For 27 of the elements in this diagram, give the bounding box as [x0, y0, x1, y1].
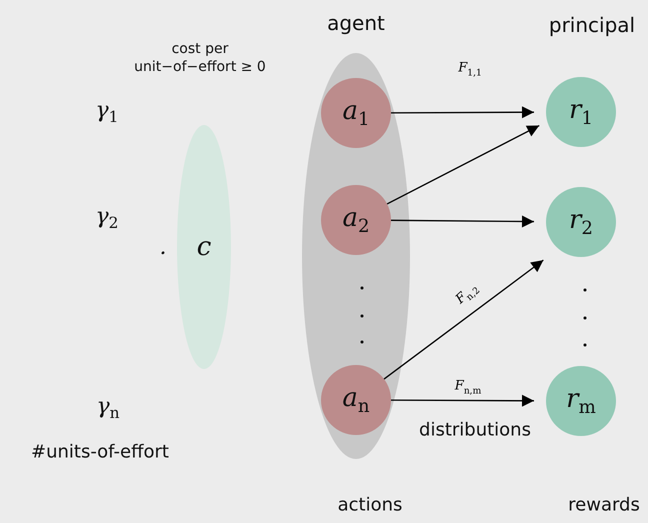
axis-caption: #units-of-effort [31, 442, 169, 462]
arrow [391, 394, 534, 407]
math-symbol: r$_{m}$ [566, 384, 596, 418]
math-symbol: c [196, 232, 212, 262]
heading: principal [548, 13, 636, 37]
arrow [391, 106, 534, 118]
math-symbol: r$_{1}$ [569, 94, 593, 130]
action-circle [321, 365, 391, 435]
math-symbol: a$_{2}$ [342, 202, 370, 238]
caption: distributions [419, 420, 531, 440]
multiplication-dot: · [160, 242, 166, 266]
caption: rewards [568, 494, 640, 516]
caption: actions [338, 494, 402, 516]
cost-label: cost per unit−of−effort ≥ 0 [133, 40, 267, 76]
arrow [391, 215, 534, 228]
math-symbol: γ$_{1}$ [96, 98, 118, 126]
math-symbol: γ$_{2}$ [96, 204, 118, 232]
action-circle [321, 78, 391, 148]
math-symbol: a$_{n}$ [342, 382, 370, 418]
arrow [386, 124, 540, 205]
edge-label: F$_{n,m}$ [454, 380, 482, 396]
heading: agent [327, 11, 385, 35]
math-symbol: r$_{2}$ [569, 204, 593, 240]
math-symbol: a$_{1}$ [342, 96, 370, 130]
math-symbol: γ$_{n}$ [96, 394, 120, 422]
arrow [384, 260, 544, 380]
edge-label: F$_{1,1}$ [458, 62, 482, 78]
